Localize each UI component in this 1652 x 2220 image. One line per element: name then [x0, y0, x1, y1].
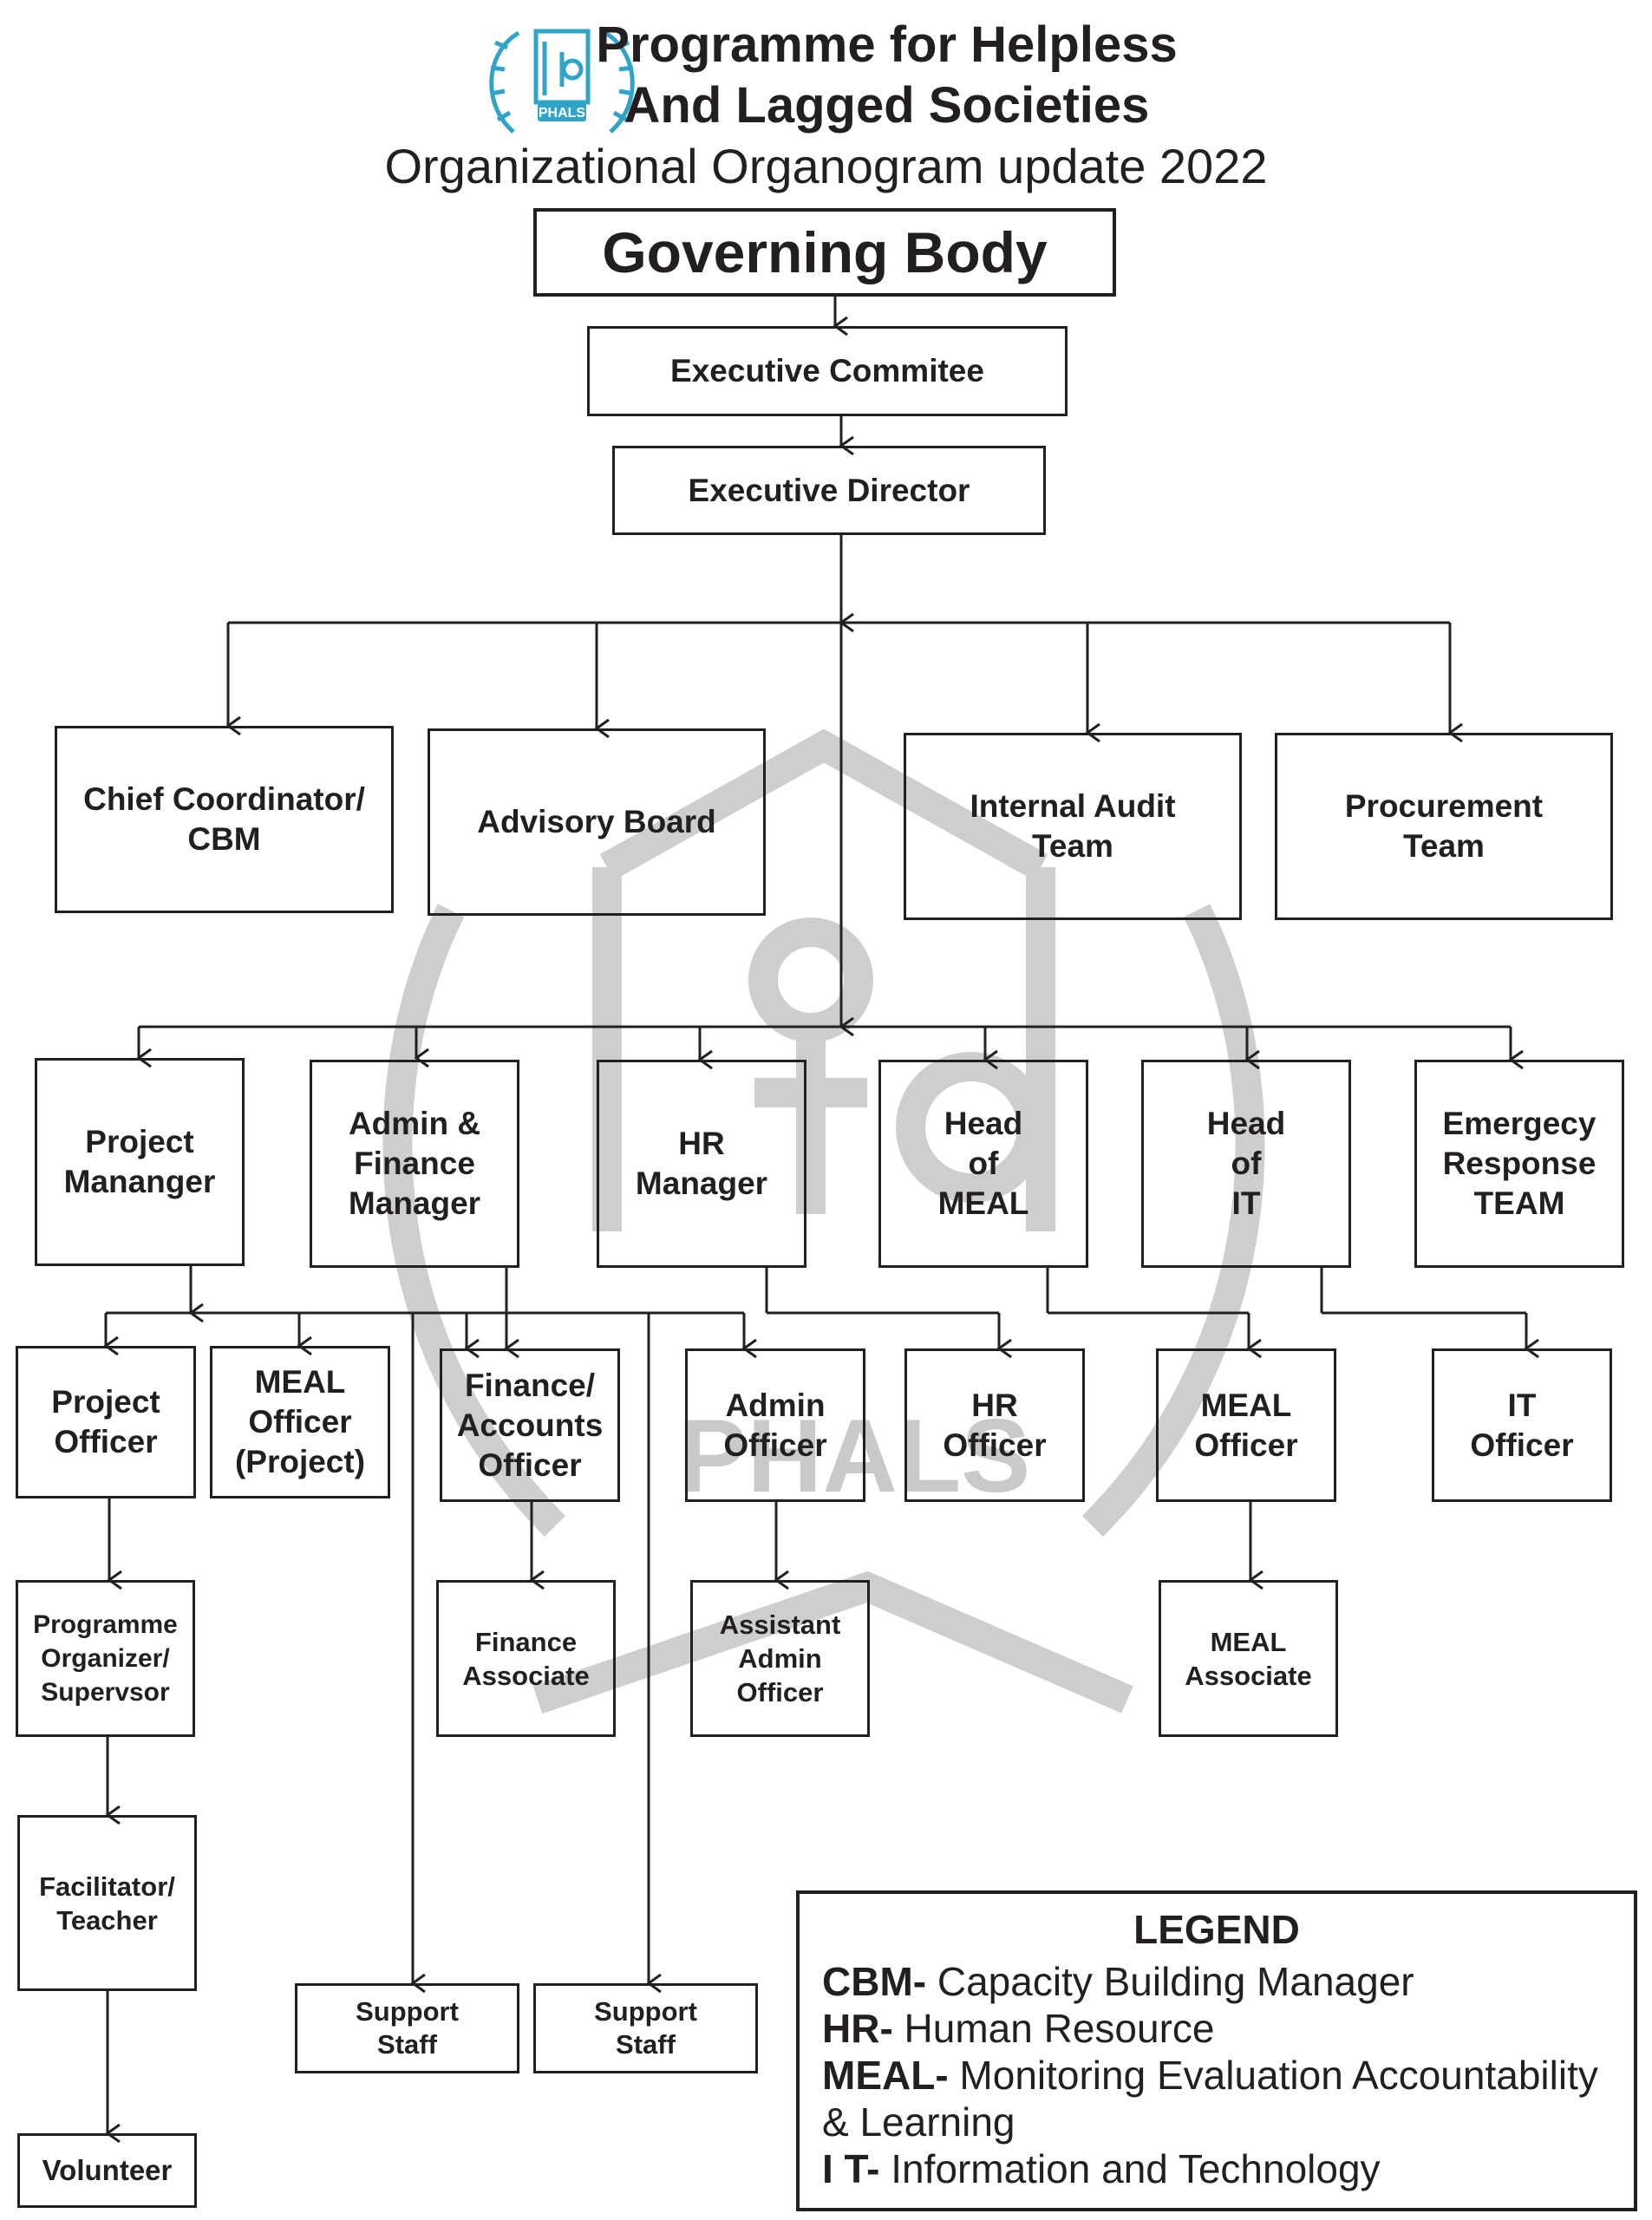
- node-assistant-admin-officer: Assistant Admin Officer: [690, 1580, 870, 1737]
- node-hr-officer: HR Officer: [904, 1348, 1085, 1502]
- node-meal-associate: MEAL Associate: [1159, 1580, 1338, 1737]
- node-support-staff-2: Support Staff: [533, 1983, 758, 2073]
- legend-item-meal: MEAL- Monitoring Evaluation Accountabili…: [822, 2052, 1611, 2145]
- node-chief-coordinator: Chief Coordinator/ CBM: [55, 726, 394, 913]
- node-label: Procurement Team: [1344, 788, 1544, 864]
- node-label: HR Manager: [635, 1126, 768, 1201]
- node-label: MEAL Officer: [1194, 1387, 1298, 1463]
- legend-abbr: CBM-: [822, 1959, 927, 2004]
- legend-text: Monitoring Evaluation Accountability & L…: [822, 2053, 1598, 2145]
- node-label: Assistant Admin Officer: [719, 1610, 841, 1707]
- node-governing-body: Governing Body: [533, 208, 1116, 297]
- node-label: IT Officer: [1470, 1387, 1574, 1463]
- node-head-of-it: Head of IT: [1141, 1060, 1351, 1268]
- watermark-text: PHALS: [678, 1398, 1031, 1514]
- node-executive-director: Executive Director: [612, 446, 1046, 535]
- node-label: Support Staff: [356, 1996, 459, 2060]
- legend-item-cbm: CBM- Capacity Building Manager: [822, 1958, 1611, 2005]
- node-label: Programme Organizer/ Supervsor: [33, 1610, 178, 1707]
- node-meal-officer: MEAL Officer: [1156, 1348, 1336, 1502]
- node-support-staff-1: Support Staff: [295, 1983, 519, 2073]
- node-finance-associate: Finance Associate: [436, 1580, 616, 1737]
- node-hr-manager: HR Manager: [597, 1060, 806, 1268]
- node-label: Governing Body: [602, 220, 1048, 284]
- logo-badge: [538, 102, 586, 121]
- legend-abbr: HR-: [822, 2006, 893, 2051]
- node-executive-committee: Executive Commitee: [587, 326, 1068, 416]
- org-name-line1: Programme for Helpless: [596, 16, 1178, 73]
- node-label: MEAL Associate: [1185, 1626, 1312, 1691]
- node-label: Admin Officer: [723, 1387, 827, 1463]
- node-it-officer: IT Officer: [1432, 1348, 1612, 1502]
- legend-text: Capacity Building Manager: [926, 1959, 1414, 2004]
- node-label: Executive Director: [688, 472, 970, 508]
- org-name-line2: And Lagged Societies: [624, 77, 1150, 134]
- node-meal-officer-project: MEAL Officer (Project): [210, 1346, 390, 1498]
- node-label: HR Officer: [943, 1387, 1047, 1463]
- node-label: Support Staff: [594, 1996, 697, 2060]
- node-label: Advisory Board: [477, 804, 716, 839]
- connector-lines: [106, 297, 1526, 2133]
- node-finance-accounts-officer: Finance/ Accounts Officer: [440, 1348, 620, 1502]
- legend: LEGEND CBM- Capacity Building Manager HR…: [796, 1890, 1637, 2211]
- node-facilitator-teacher: Facilitator/ Teacher: [17, 1815, 197, 1991]
- node-label: Executive Commitee: [670, 353, 984, 388]
- node-internal-audit-team: Internal Audit Team: [904, 733, 1242, 920]
- node-label: Project Mananger: [63, 1124, 216, 1199]
- node-volunteer: Volunteer: [17, 2133, 197, 2208]
- node-admin-officer: Admin Officer: [685, 1348, 865, 1502]
- node-label: Finance/ Accounts Officer: [456, 1367, 604, 1483]
- legend-text: Information and Technology: [879, 2146, 1381, 2191]
- node-label: Internal Audit Team: [970, 788, 1176, 864]
- node-label: Volunteer: [42, 2154, 173, 2186]
- legend-item-hr: HR- Human Resource: [822, 2005, 1611, 2052]
- node-label: Finance Associate: [462, 1626, 590, 1691]
- subtitle: Organizational Organogram update 2022: [384, 139, 1268, 193]
- node-label: Chief Coordinator/ CBM: [83, 781, 365, 857]
- node-admin-finance-manager: Admin & Finance Manager: [310, 1060, 519, 1268]
- logo-text: PHALS: [539, 106, 586, 121]
- node-project-officer: Project Officer: [16, 1346, 196, 1498]
- legend-title: LEGEND: [1133, 1907, 1300, 1952]
- node-procurement-team: Procurement Team: [1275, 733, 1613, 920]
- legend-text: Human Resource: [892, 2006, 1215, 2051]
- legend-item-it: I T- Information and Technology: [822, 2145, 1611, 2192]
- node-head-of-meal: Head of MEAL: [878, 1060, 1088, 1268]
- node-label: Head of MEAL: [937, 1106, 1029, 1221]
- phals-logo: [489, 29, 635, 134]
- node-advisory-board: Advisory Board: [428, 728, 766, 916]
- node-label: Facilitator/ Teacher: [39, 1871, 175, 1936]
- node-emergency-response-team: Emergecy Response TEAM: [1414, 1060, 1624, 1268]
- legend-abbr: MEAL-: [822, 2053, 949, 2098]
- node-label: MEAL Officer (Project): [234, 1364, 366, 1479]
- node-label: Head of IT: [1206, 1106, 1286, 1221]
- node-label: Admin & Finance Manager: [348, 1106, 481, 1221]
- node-project-manager: Project Mananger: [35, 1058, 245, 1266]
- legend-abbr: I T-: [822, 2146, 880, 2191]
- node-programme-organizer: Programme Organizer/ Supervsor: [16, 1580, 195, 1737]
- node-label: Emergecy Response TEAM: [1442, 1106, 1596, 1221]
- node-label: Project Officer: [51, 1384, 160, 1459]
